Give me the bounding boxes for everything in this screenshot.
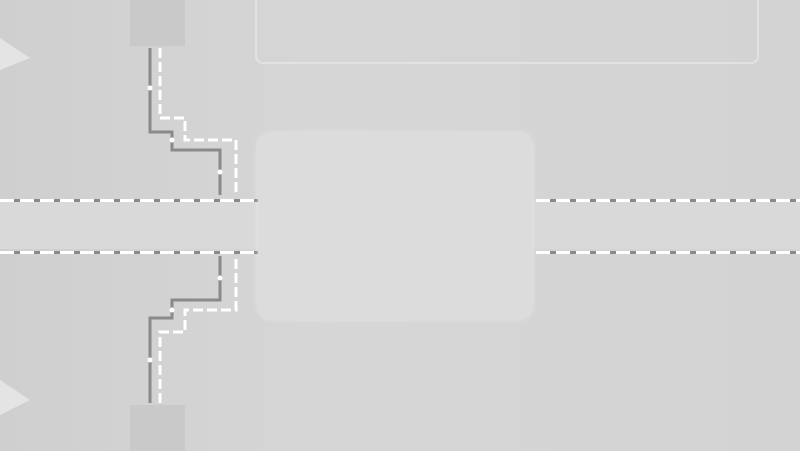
left-bus [0, 201, 258, 249]
left-arrow-bottom [0, 380, 30, 415]
lower-trace-b [158, 256, 238, 403]
left-trace-bottom [0, 251, 258, 254]
left-trace-top [0, 199, 258, 202]
left-arrow-top [0, 38, 30, 70]
right-trace-top [536, 199, 800, 202]
upper-trace-b [158, 48, 238, 195]
right-bus [532, 201, 800, 249]
right-trace-bottom [536, 251, 800, 254]
top-pad [130, 0, 185, 46]
bottom-pad [130, 405, 185, 451]
central-chip [258, 133, 532, 319]
top-frame [255, 0, 759, 64]
